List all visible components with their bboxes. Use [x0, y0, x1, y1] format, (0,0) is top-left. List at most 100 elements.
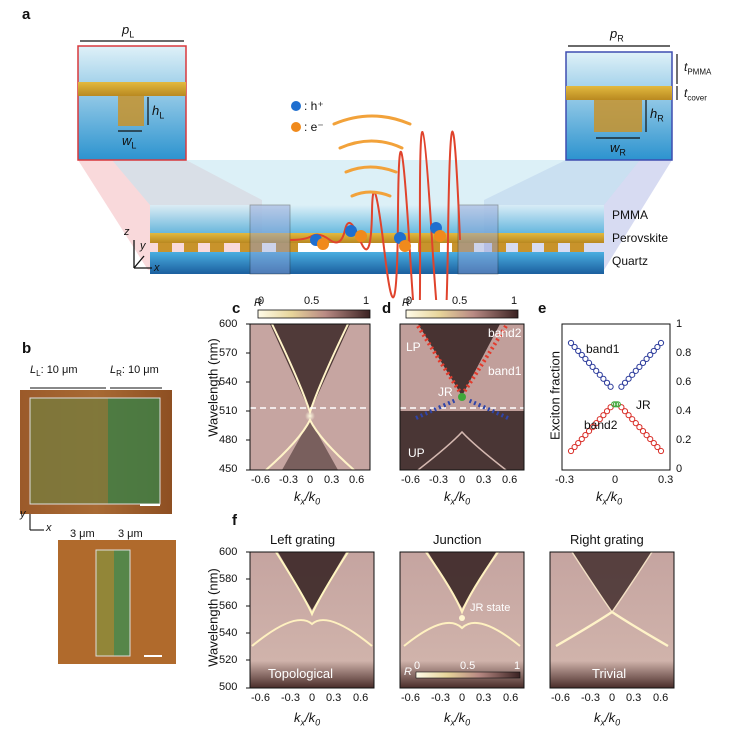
inset-left-width: w [122, 133, 132, 148]
inset-right-period: p [610, 26, 618, 41]
b-len-l-val: : 10 μm [40, 364, 78, 376]
e-band1-point [643, 355, 650, 363]
c-ytick-1: 570 [219, 347, 238, 359]
f3-xtick-0: -0.6 [551, 692, 570, 704]
c-ylabel: Wavelength (nm) [205, 338, 221, 437]
layer-pmma: PMMA [612, 208, 648, 222]
d-cb-tick-1: 0.5 [452, 295, 468, 307]
inset-left-width-sub: L [131, 140, 137, 151]
f-colorbar-label: R [404, 666, 412, 678]
e-band2-point [647, 435, 654, 443]
f-ytick-2: 560 [219, 600, 238, 612]
e-xtick-2: 0.3 [658, 474, 674, 486]
e-xtick-0: -0.3 [555, 474, 574, 486]
e-band1-point [603, 379, 611, 386]
d-label-jr: JR [438, 385, 453, 399]
e-band2-point [639, 428, 647, 435]
e-band2-point [625, 412, 632, 419]
e-band1-point [607, 383, 614, 390]
inset-right-width: w [610, 140, 620, 155]
c-colorbar-label: R [254, 297, 262, 309]
d-label-band2: band2 [488, 326, 522, 340]
e-jr-point [614, 401, 621, 408]
e-band2-point [600, 412, 607, 419]
e-band1-point [636, 363, 643, 370]
axis-x: x [154, 262, 160, 274]
device-schematic [77, 40, 678, 300]
f1-xtick-3: 0.3 [326, 692, 342, 704]
e-band1-point [632, 367, 639, 374]
layer-perovskite: Perovskite [612, 231, 669, 245]
e-band2-point [596, 416, 603, 423]
e-band1: band1 [586, 342, 620, 356]
microscope-images [20, 387, 176, 664]
b-len-l-sub: L [36, 369, 41, 379]
f-jr-state: JR state [470, 602, 511, 614]
e-band2: band2 [584, 418, 618, 432]
c-ytick-5: 450 [219, 463, 238, 475]
e-xlabel: kx/k0 [596, 489, 623, 507]
e-band1-point [657, 339, 665, 347]
e-band2-point [636, 424, 643, 431]
c-ytick-2: 540 [219, 376, 238, 388]
c-ytick-0: 600 [219, 318, 238, 330]
e-band2-point [632, 420, 639, 427]
c-cb-tick-0: 0 [258, 295, 265, 307]
f-title-junction: Junction [433, 532, 482, 547]
f1-xtick-2: 0 [309, 692, 316, 704]
inset-right-tcover: t [684, 86, 688, 100]
e-band1-point [593, 367, 600, 374]
e-band2-point [571, 443, 578, 451]
b-len-r: L [110, 364, 117, 376]
f-ytick-5: 500 [219, 681, 238, 693]
panel-a-label: a [22, 6, 31, 23]
c-ytick-4: 480 [219, 434, 238, 446]
f2-xtick-1: -0.3 [431, 692, 450, 704]
e-band1-point [596, 371, 603, 378]
b-axis-y: y [20, 508, 26, 520]
e-band1-point [654, 343, 661, 351]
d-xtick-2: 0 [459, 474, 466, 486]
e-band1-point [600, 375, 607, 382]
e-band1-point [575, 347, 582, 355]
f-caption-topological: Topological [268, 666, 334, 681]
e-ytick-3: 0.4 [676, 405, 692, 417]
c-xlabel: kx/k0 [294, 489, 321, 507]
f2-xlabel: kx/k0 [444, 710, 471, 728]
f-ytick-1: 580 [219, 573, 238, 585]
e-ylabel: Exciton fraction [547, 351, 563, 440]
inset-right-tpmma-sub: PMMA [687, 67, 712, 77]
panel-b-label: b [22, 340, 32, 357]
f2-xtick-0: -0.6 [401, 692, 420, 704]
e-band2-point [643, 431, 650, 439]
d-label-up: UP [408, 446, 425, 460]
e-ytick-5: 0 [676, 463, 683, 475]
axis-y: y [140, 240, 146, 252]
b-width-r: 3 μm [118, 528, 143, 540]
e-band2-point [629, 416, 636, 423]
inset-right-tpmma: t [684, 60, 688, 74]
e-band2-point [575, 439, 582, 447]
inset-right-height-sub: R [657, 113, 664, 124]
e-band2-point [593, 420, 600, 427]
inset-left-period: p [122, 22, 130, 37]
d-cb-tick-2: 1 [511, 295, 518, 307]
f-title-left: Left grating [270, 532, 336, 547]
inset-right-height: h [650, 106, 658, 121]
e-band1-point [639, 359, 647, 366]
f-ytick-3: 540 [219, 627, 238, 639]
d-xtick-1: -0.3 [429, 474, 448, 486]
e-band1-point [629, 371, 636, 378]
f-ytick-4: 520 [219, 654, 238, 666]
e-band2-point [578, 435, 585, 443]
c-cb-tick-2: 1 [363, 295, 370, 307]
d-xtick-3: 0.3 [476, 474, 492, 486]
c-cb-tick-1: 0.5 [304, 295, 320, 307]
e-band1-point [571, 343, 578, 351]
f2-xtick-3: 0.3 [476, 692, 492, 704]
f3-xtick-2: 0 [609, 692, 616, 704]
b-len-l: L [30, 364, 37, 376]
f-cb-tick-0: 0 [414, 660, 421, 672]
f2-xtick-4: 0.6 [503, 692, 519, 704]
